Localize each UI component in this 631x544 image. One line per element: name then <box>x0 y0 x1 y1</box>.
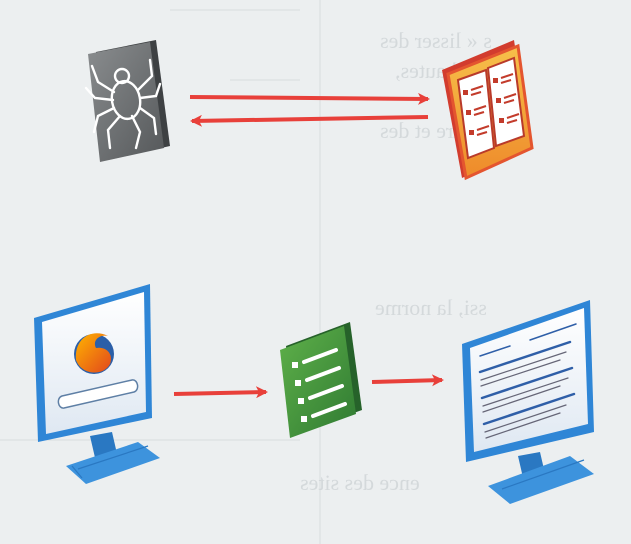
background-rules <box>0 0 321 544</box>
arrow-results-to-display <box>371 374 444 387</box>
results-list-icon <box>292 348 347 422</box>
arrow-crawl-to-index <box>189 92 430 105</box>
index-document-icon <box>456 56 526 160</box>
index-database-tile <box>442 40 534 181</box>
browser-monitor <box>34 284 160 484</box>
search-results-icon <box>478 323 577 439</box>
spider-icon <box>84 58 162 150</box>
search-results-monitor <box>462 300 594 504</box>
browser-icon <box>74 333 114 374</box>
spider-crawler-tile <box>84 40 170 162</box>
search-box <box>57 379 139 409</box>
arrow-query-to-results <box>173 386 268 399</box>
results-list-tile <box>280 322 362 438</box>
arrow-index-to-crawl <box>190 114 429 127</box>
